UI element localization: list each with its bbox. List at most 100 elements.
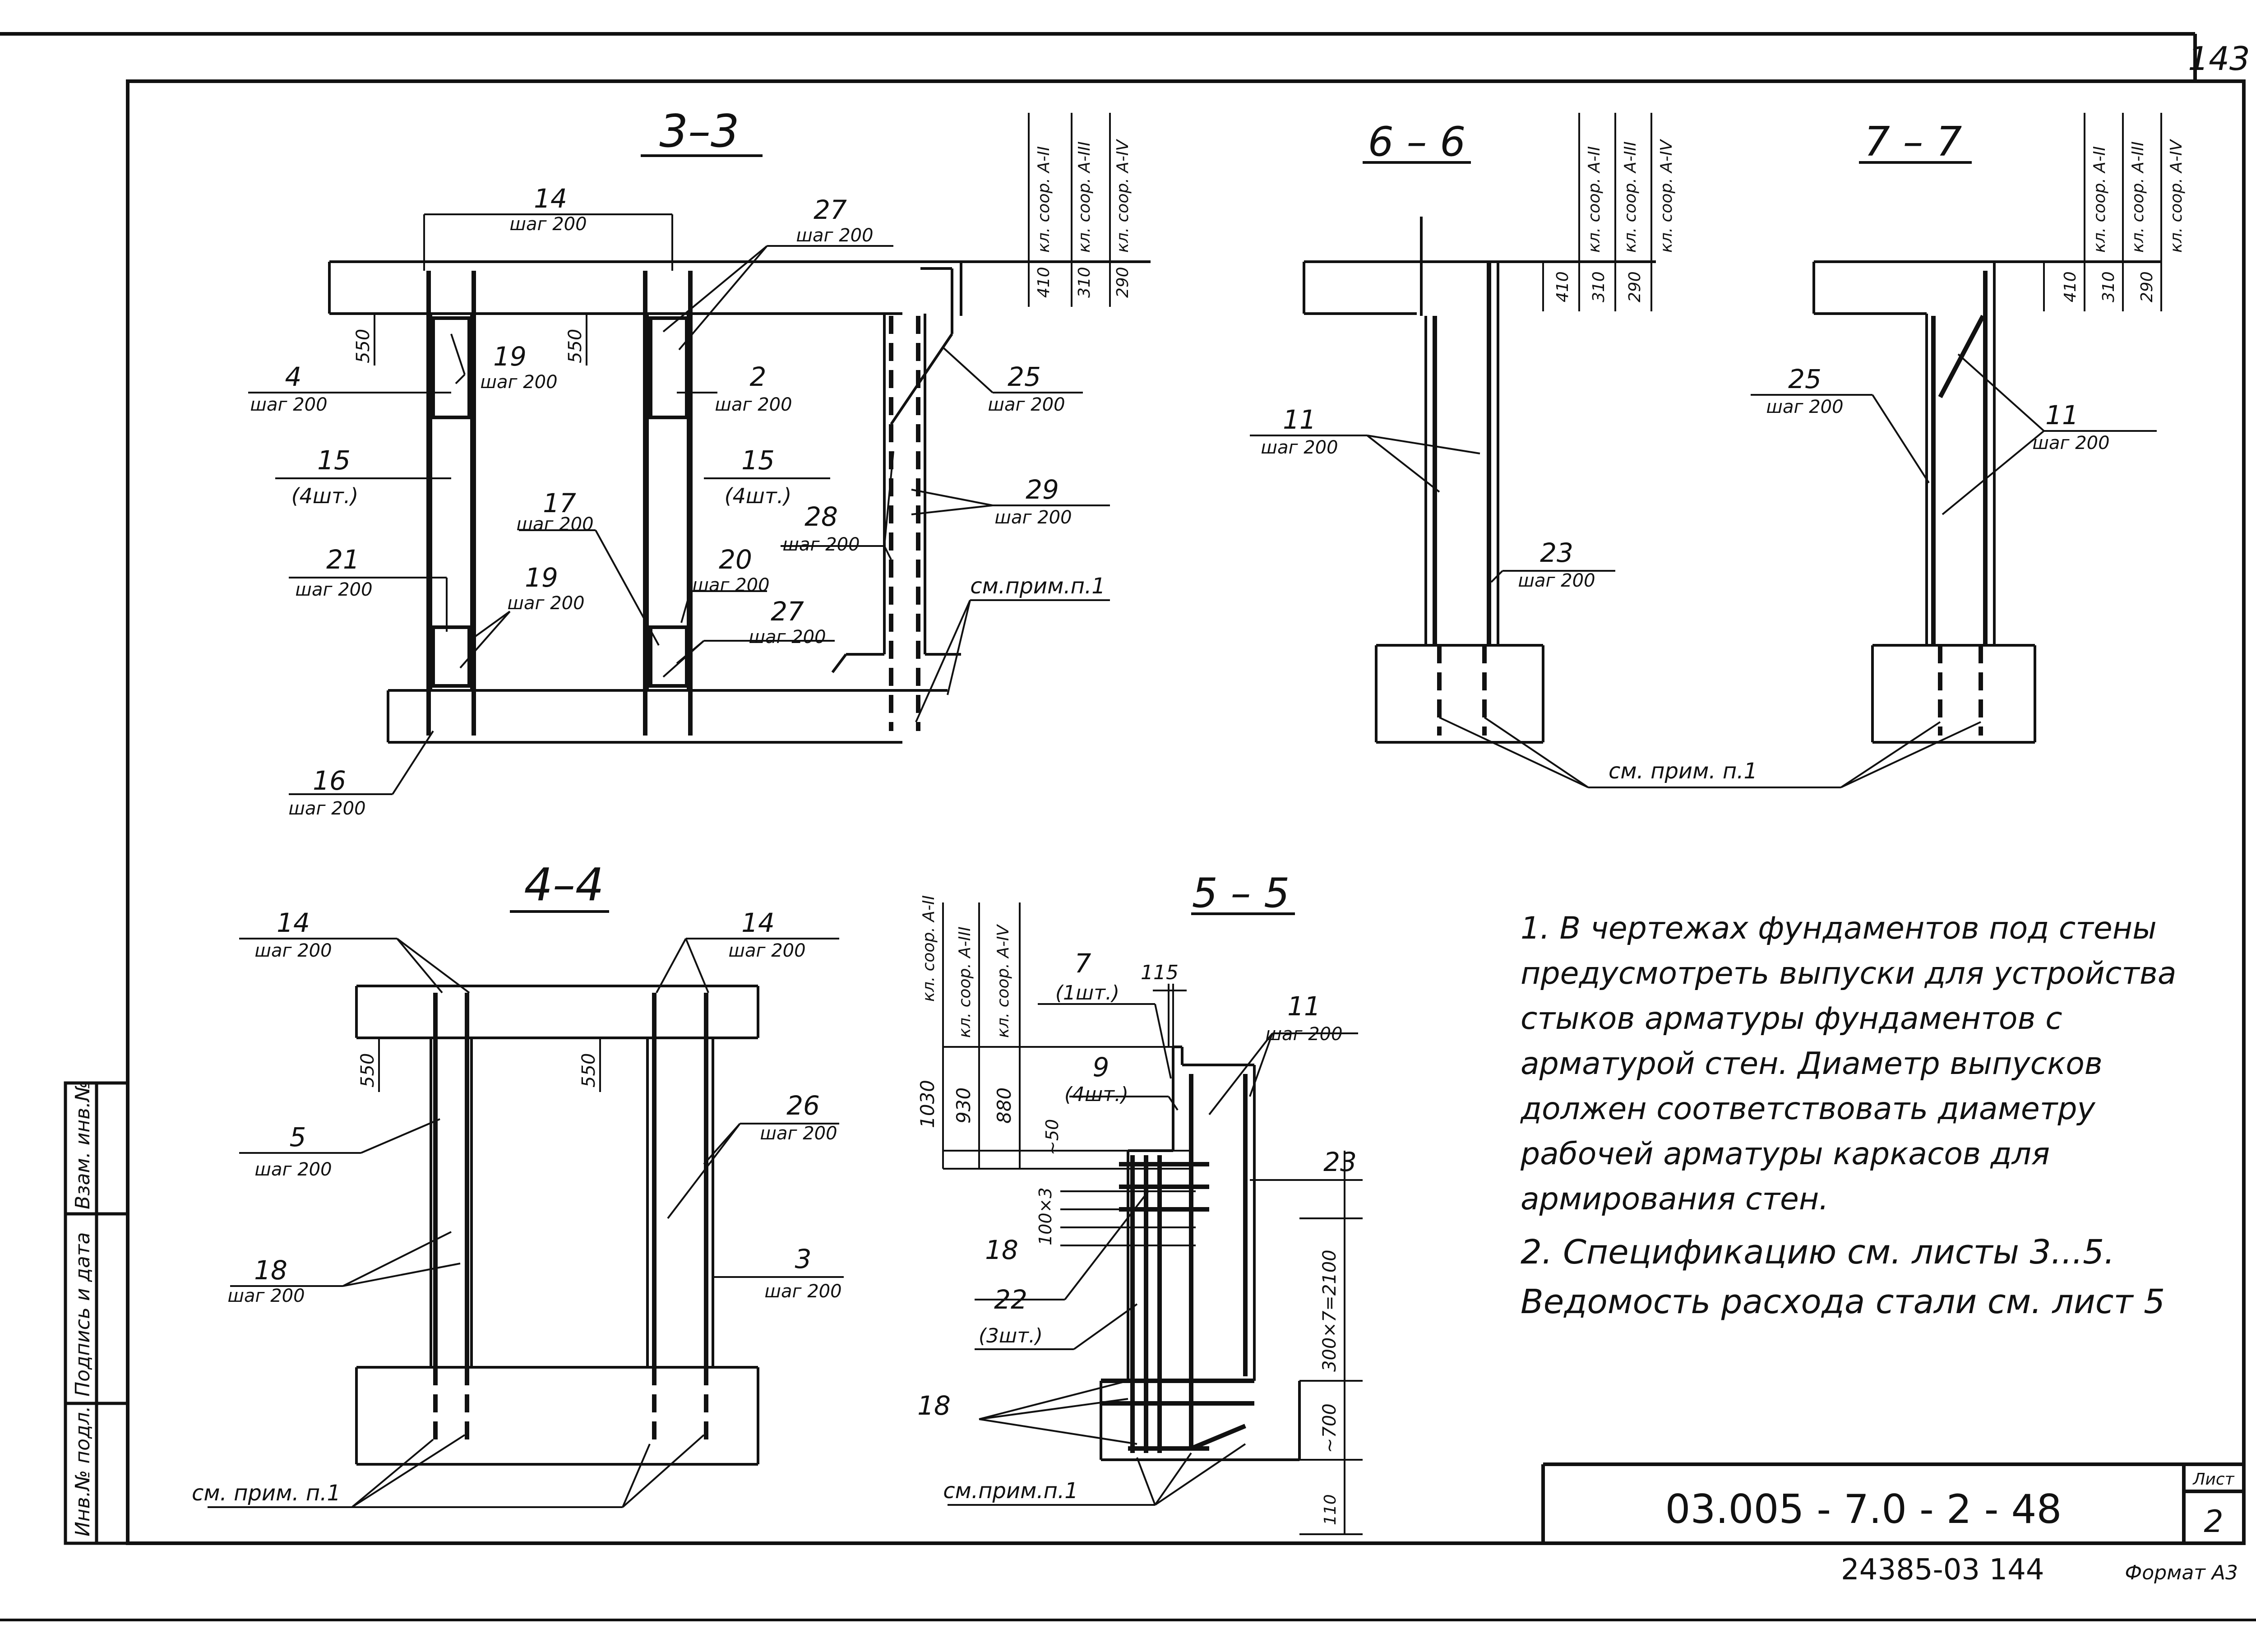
mark-14-44-left: 14	[277, 907, 310, 938]
class-a3-66: кл. соор. А-III	[1621, 141, 1640, 253]
section-3-3-title: 3–3	[659, 105, 739, 157]
note-line-1: 1. В чертежах фундаментов под стены	[1521, 911, 2157, 946]
mark-21: 21	[326, 544, 360, 575]
dim-550-44-mid: 550	[578, 1053, 599, 1087]
sheet-label: Лист	[2192, 1470, 2234, 1489]
see-note-67-leaders	[1439, 717, 1981, 788]
dim-115: 115	[1141, 961, 1179, 984]
qty-22: (3шт.)	[979, 1324, 1043, 1347]
step-11-55: шаг 200	[1265, 1024, 1342, 1045]
mark-18-44: 18	[254, 1255, 287, 1286]
mark-23-66: 23	[1540, 537, 1573, 568]
dim-100x3: 100×3	[1036, 1187, 1055, 1245]
class-a4-66: кл. соор. А-IV	[1657, 139, 1676, 253]
mark-18-55-bot: 18	[917, 1390, 951, 1421]
mark-19-bot: 19	[525, 562, 558, 593]
class-a4-77: кл. соор. А-IV	[2167, 139, 2186, 253]
mark-3: 3	[795, 1244, 812, 1274]
mark-26: 26	[786, 1090, 820, 1121]
section-5-5-title: 5 – 5	[1192, 870, 1290, 917]
step-3: шаг 200	[764, 1281, 841, 1302]
step-21: шаг 200	[295, 579, 372, 600]
class-a2-77: кл. соор. А-II	[2090, 146, 2109, 253]
mark-16: 16	[313, 765, 346, 796]
level-310-33: 310	[1075, 267, 1094, 298]
section-5-5: 5 – 5	[916, 870, 1363, 1535]
side-label-inv-podl: Инв.№ подл.	[71, 1406, 94, 1536]
mark-4: 4	[285, 361, 302, 392]
mark-11-55: 11	[1287, 991, 1321, 1022]
class-a4-33: кл. соор. А-IV	[1114, 139, 1132, 253]
note-line-5: должен соответствовать диаметру	[1520, 1091, 2095, 1127]
class-a3-55: кл. соор. А-III	[956, 926, 974, 1038]
level-310-77: 310	[2099, 271, 2118, 302]
mark-18-55-top: 18	[985, 1235, 1018, 1265]
mark-27-bot: 27	[771, 596, 804, 627]
step-23-66: шаг 200	[1518, 570, 1595, 591]
level-410-33: 410	[1035, 267, 1053, 298]
qty-15-left: (4шт.)	[291, 484, 359, 508]
level-310-66: 310	[1590, 271, 1608, 302]
class-a2-55: кл. соор. А-II	[920, 895, 938, 1002]
step-19-top: шаг 200	[480, 372, 557, 393]
qty-15-right: (4шт.)	[725, 484, 792, 508]
mark-28: 28	[804, 501, 838, 532]
level-290-66: 290	[1626, 271, 1644, 302]
step-11-66: шаг 200	[1261, 437, 1338, 458]
footer-serial: 24385-03 144	[1841, 1553, 2044, 1587]
mark-11-77: 11	[2045, 400, 2079, 430]
mark-15-right: 15	[741, 445, 775, 476]
level-290-33: 290	[1114, 267, 1132, 298]
title-stamp	[1541, 1462, 2244, 1543]
dim-550-mid: 550	[565, 329, 586, 363]
step-11-77: шаг 200	[2032, 433, 2109, 453]
page-number: 143	[2188, 40, 2250, 78]
dim-550-left: 550	[353, 329, 374, 363]
class-a2-66: кл. соор. А-II	[1585, 146, 1604, 253]
see-note-67: см. прим. п.1	[1609, 759, 1757, 784]
mark-14-44-right: 14	[741, 907, 775, 938]
mark-9: 9	[1093, 1052, 1110, 1083]
mark-25-77: 25	[1788, 364, 1821, 394]
mark-20: 20	[719, 544, 752, 575]
sheet-frame	[0, 32, 2256, 1621]
mark-27-top: 27	[814, 194, 847, 225]
level-880: 880	[993, 1087, 1015, 1124]
step-14-33: шаг 200	[509, 214, 587, 235]
step-27-bot: шаг 200	[749, 627, 826, 648]
class-a3-77: кл. соор. А-III	[2129, 141, 2147, 253]
level-410-66: 410	[1553, 271, 1572, 302]
qty-7: (1шт.)	[1055, 981, 1119, 1004]
notes-block: 1. В чертежах фундаментов под стены пред…	[1520, 911, 2177, 1321]
step-28: шаг 200	[782, 534, 860, 555]
class-a4-55: кл. соор. А-IV	[994, 924, 1012, 1038]
see-note-44: см. прим. п.1	[192, 1481, 341, 1506]
mark-11-66: 11	[1283, 404, 1316, 435]
step-29: шаг 200	[994, 507, 1072, 528]
level-290-77: 290	[2138, 271, 2156, 302]
mark-14-33: 14	[534, 183, 567, 214]
dim-50: ~50	[1042, 1119, 1062, 1155]
side-label-vzam-inv: Взам. инв.№	[71, 1081, 94, 1209]
footer-format: Формат А3	[2125, 1561, 2238, 1584]
section-6-6-title: 6 – 6	[1368, 118, 1466, 166]
mark-2: 2	[750, 361, 767, 392]
note-line-8: 2. Спецификацию см. листы 3...5.	[1521, 1233, 2115, 1272]
step-26: шаг 200	[760, 1123, 837, 1144]
level-930: 930	[952, 1087, 975, 1124]
note-line-6: рабочей арматуры каркасов для	[1520, 1136, 2050, 1172]
step-25-77: шаг 200	[1766, 397, 1843, 417]
qty-9: (4шт.)	[1064, 1083, 1128, 1106]
section-6-6: 6 – 6	[1250, 113, 1676, 744]
dim-550-44-left: 550	[357, 1053, 378, 1087]
dim-2100: 300×7=2100	[1319, 1249, 1340, 1372]
level-1030: 1030	[916, 1080, 938, 1128]
dim-110: 110	[1321, 1494, 1340, 1525]
drawing-code: 03.005 - 7.0 - 2 - 48	[1665, 1486, 2062, 1532]
step-17: шаг 200	[516, 514, 593, 535]
section-7-7-title: 7 – 7	[1864, 118, 1962, 166]
level-410-77: 410	[2061, 271, 2080, 302]
side-label-signature-date: Подпись и дата	[71, 1232, 94, 1397]
class-a3-33: кл. соор. А-III	[1075, 141, 1094, 253]
